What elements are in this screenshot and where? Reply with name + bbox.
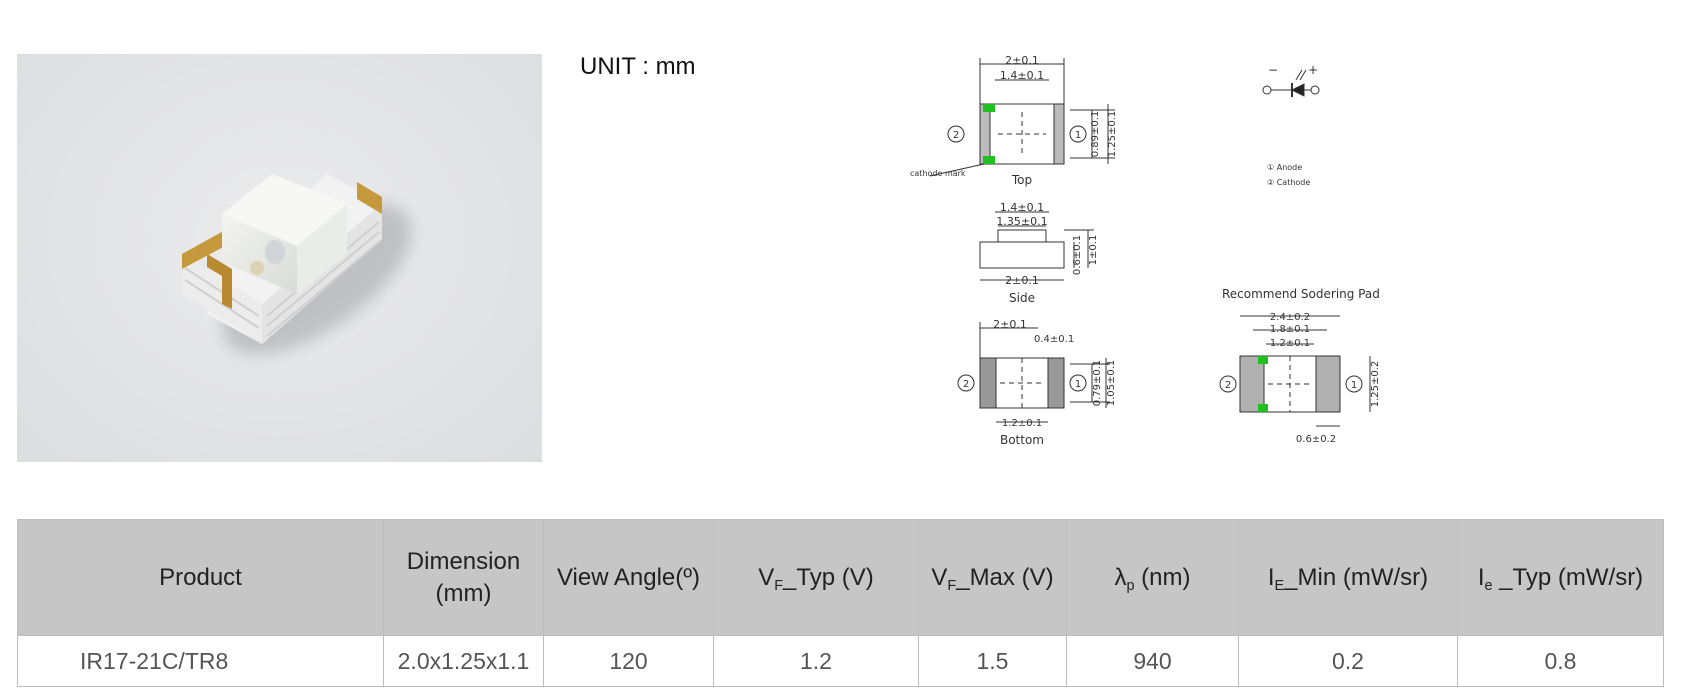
unit-label: UNIT : mm [580, 53, 696, 80]
legend-cathode: ② Cathode [1267, 178, 1310, 187]
pin1-pad: 1 [1351, 380, 1357, 391]
pad-w2-label: 1.8±0.1 [1270, 324, 1310, 335]
pin1-bottom: 1 [1075, 379, 1081, 390]
header-vf-max: VF_Max (V) [918, 519, 1067, 636]
header-peak-wavelength: λp (nm) [1066, 519, 1239, 636]
bottom-width-label: 2±0.1 [993, 318, 1027, 331]
header-ie-min: IE_Min (mW/sr) [1238, 519, 1458, 636]
soldering-pad-view: Recommend Sodering Pad 2.4±0.2 1.8±0.1 1… [1219, 287, 1381, 445]
cell-product: IR17-21C/TR8 [17, 635, 384, 687]
dimension-drawing: 2±0.1 1.4±0.1 2 1 0.89±0.1 1.25±0.1 cath… [910, 52, 1470, 488]
bottom-w2-label: 1.2±0.1 [1002, 418, 1042, 429]
table-header-row: Product Dimension(mm) View Angle(º) VF_T… [17, 519, 1664, 636]
cell-vf-typ: 1.2 [713, 635, 919, 687]
side-h2-label: 1±0.1 [1088, 235, 1099, 266]
pin2-bottom: 2 [963, 379, 969, 390]
legend-anode: ① Anode [1267, 163, 1302, 172]
header-ie-typ: Ie _Typ (mW/sr) [1457, 519, 1664, 636]
product-photo [17, 54, 542, 462]
side-view: 1.4±0.1 1.35±0.1 0.6±0.1 1±0.1 2±0.1 Sid… [979, 201, 1099, 305]
side-label: Side [1009, 291, 1035, 305]
cathode-mark-top [983, 104, 995, 112]
pad-w3-label: 1.2±0.1 [1270, 338, 1310, 349]
top-h2-label: 1.25±0.1 [1107, 111, 1118, 158]
pad-h-label: 1.25±0.2 [1370, 361, 1381, 408]
top-width-label: 2±0.1 [1005, 54, 1039, 67]
table-row: IR17-21C/TR8 2.0x1.25x1.1 120 1.2 1.5 94… [17, 635, 1664, 687]
cathode-mark-bottom [983, 156, 995, 164]
smd-led-image [182, 174, 412, 355]
side-w1-label: 1.4±0.1 [1000, 201, 1044, 214]
led-symbol: − + ① Anode ② Cathode [1262, 63, 1320, 187]
top-h1-label: 0.89±0.1 [1090, 111, 1101, 158]
side-w3-label: 2±0.1 [1005, 274, 1039, 287]
pin2-pad: 2 [1225, 380, 1231, 391]
side-h1-label: 0.6±0.1 [1072, 235, 1083, 275]
header-view-angle: View Angle(º) [543, 519, 714, 636]
bottom-label: Bottom [1000, 433, 1044, 447]
cathode-mark-label: cathode mark [910, 169, 966, 178]
pad-title: Recommend Sodering Pad [1222, 287, 1380, 301]
cell-ie-typ: 0.8 [1457, 635, 1664, 687]
cell-dimension: 2.0x1.25x1.1 [383, 635, 544, 687]
bottom-view: 2±0.1 0.4±0.1 2 1 0.79±0.1 1.05±0.1 1.2±… [957, 318, 1117, 447]
header-product: Product [17, 519, 384, 636]
cell-view-angle: 120 [543, 635, 714, 687]
top-label: Top [1011, 173, 1032, 187]
pad-w1-label: 2.4±0.2 [1270, 312, 1310, 323]
cell-vf-max: 1.5 [918, 635, 1067, 687]
cell-peak-wavelength: 940 [1066, 635, 1239, 687]
bottom-h2-label: 1.05±0.1 [1106, 360, 1117, 407]
top-view: 2±0.1 1.4±0.1 2 1 0.89±0.1 1.25±0.1 cath… [910, 54, 1118, 187]
plus-sign: + [1308, 63, 1318, 77]
bottom-h1-label: 0.79±0.1 [1092, 360, 1103, 407]
pad-w4-label: 0.6±0.2 [1296, 434, 1336, 445]
header-dimension: Dimension(mm) [383, 519, 544, 636]
side-w2-label: 1.35±0.1 [996, 215, 1047, 228]
top-inner-width-label: 1.4±0.1 [1000, 69, 1044, 82]
header-vf-typ: VF_Typ (V) [713, 519, 919, 636]
pin1-top: 1 [1075, 130, 1081, 141]
spec-table: Product Dimension(mm) View Angle(º) VF_T… [17, 519, 1664, 687]
minus-sign: − [1268, 63, 1278, 77]
cell-ie-min: 0.2 [1238, 635, 1458, 687]
bottom-pad-label: 0.4±0.1 [1034, 334, 1074, 345]
pin2-top: 2 [953, 130, 959, 141]
